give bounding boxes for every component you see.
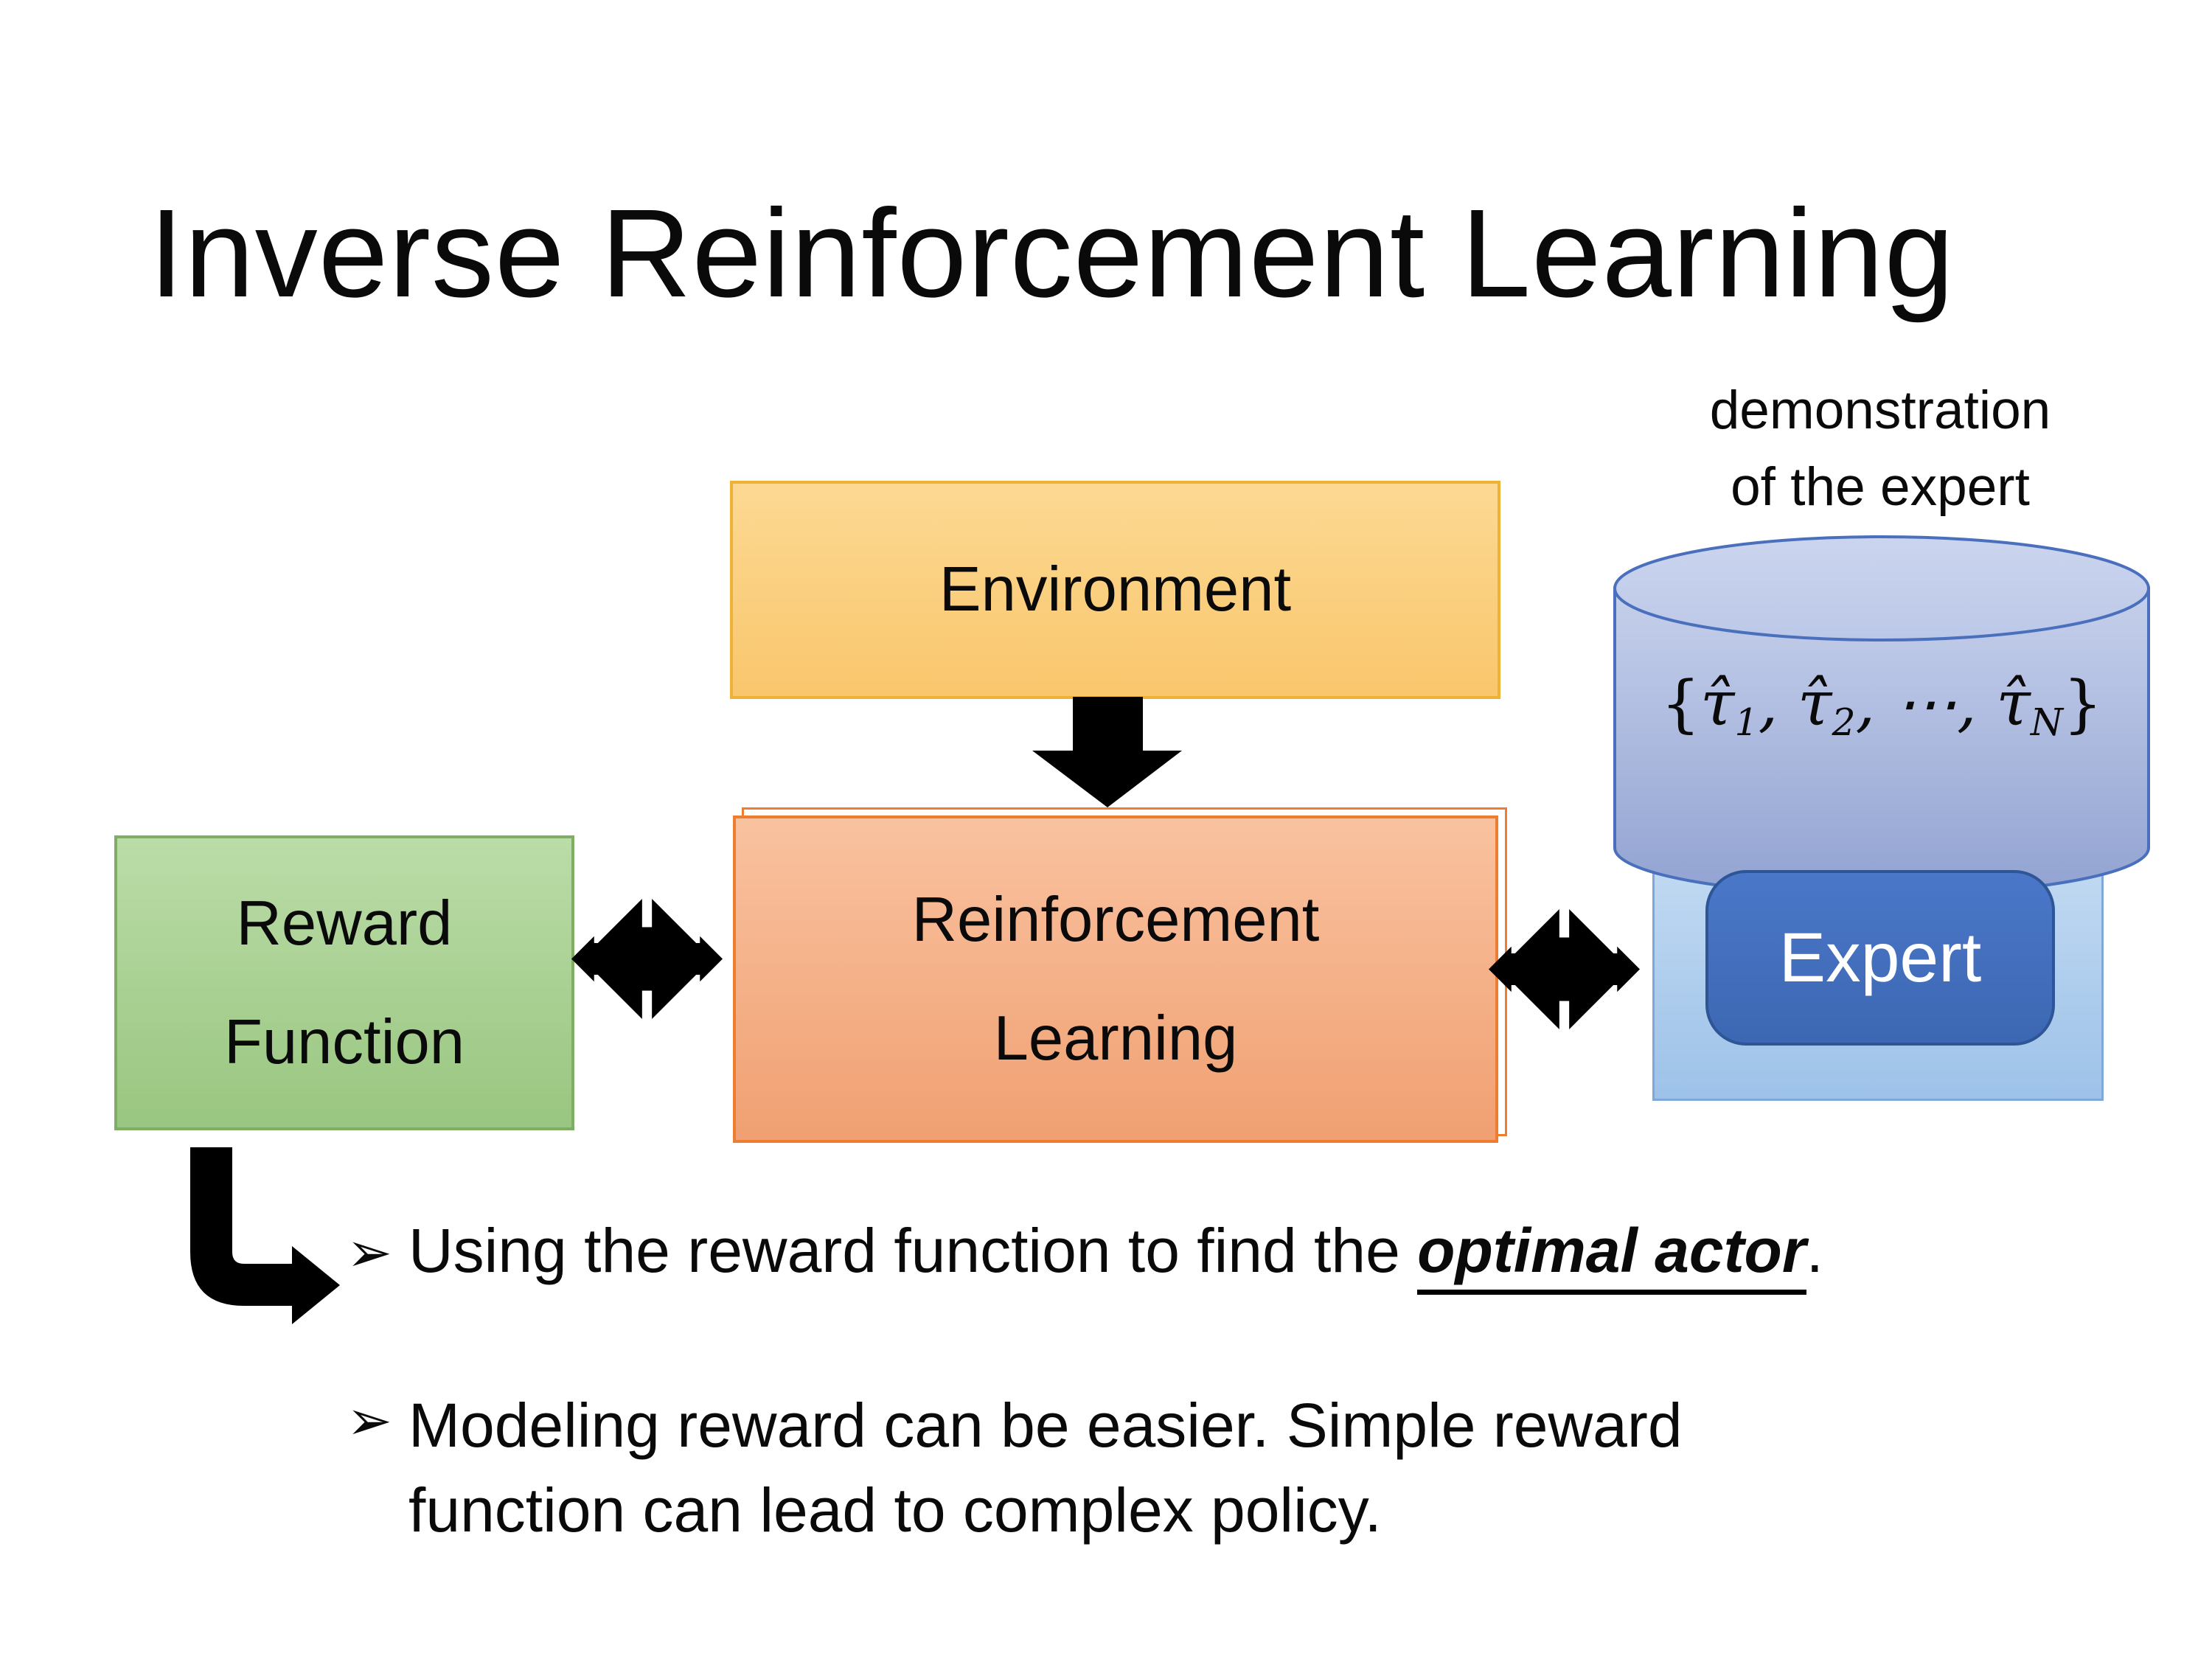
expert-box: Expert <box>1705 870 2055 1046</box>
reward-function-label-line2: Function <box>223 1007 465 1077</box>
environment-label: Environment <box>939 554 1292 625</box>
optimal-actor-emphasis: optimal actor <box>1417 1216 1806 1295</box>
reinforcement-learning-label-line2: Learning <box>993 1004 1238 1074</box>
reward-function-label-line1: Reward <box>236 888 453 959</box>
reinforcement-learning-box: Reinforcement Learning <box>733 815 1498 1143</box>
bullet-item-2: ➢ Modeling reward can be easier. Simple … <box>347 1383 2006 1553</box>
tau-subscript-2: 2 <box>1832 700 1856 745</box>
reward-function-box: Reward Function <box>114 835 574 1130</box>
demonstration-label-line2: of the expert <box>1731 457 2030 517</box>
bullet-item-1: ➢ Using the reward function to find the … <box>347 1215 2153 1295</box>
trajectory-set-formula: {τ̂1, τ̂2, ⋯, τ̂N} <box>1660 667 2103 745</box>
demonstration-label-line1: demonstration <box>1709 380 2051 440</box>
formula-open-brace: { <box>1660 667 1701 740</box>
down-arrow-icon <box>1032 697 1182 807</box>
tau-subscript-1: 1 <box>1734 700 1759 745</box>
bullet-1-text: Using the reward function to find the op… <box>408 1215 1823 1295</box>
formula-dots: ⋯ <box>1894 667 1957 740</box>
bullet-2-text: Modeling reward can be easier. Simple re… <box>408 1391 1683 1545</box>
reinforcement-learning-label-line1: Reinforcement <box>911 884 1320 955</box>
tau-hat-n: τ̂ <box>1996 667 2031 740</box>
formula-close-brace: } <box>2062 667 2103 740</box>
exchange-arrows-right-icon <box>1489 894 1640 1045</box>
demonstration-label: demonstration of the expert <box>1585 372 2175 526</box>
tau-hat-1: τ̂ <box>1700 667 1735 740</box>
expert-label: Expert <box>1778 918 1982 997</box>
tau-subscript-n: N <box>2030 700 2063 745</box>
bullet-arrow-icon: ➢ <box>347 1390 393 1451</box>
tau-hat-2: τ̂ <box>1798 667 1832 740</box>
exchange-arrows-left-icon <box>571 883 723 1034</box>
environment-box: Environment <box>730 481 1500 699</box>
page-title: Inverse Reinforcement Learning <box>149 184 1955 324</box>
elbow-arrow-icon <box>190 1147 340 1324</box>
bullet-arrow-icon: ➢ <box>347 1222 393 1283</box>
